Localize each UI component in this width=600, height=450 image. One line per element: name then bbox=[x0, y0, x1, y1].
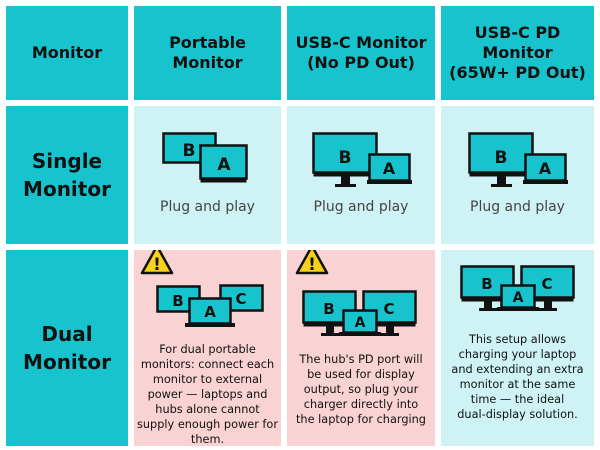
screen-label-c: C bbox=[541, 275, 552, 293]
header-usbc-no-pd-label: USB-C Monitor (No PD Out) bbox=[295, 33, 427, 72]
screen-label-a: A bbox=[383, 159, 396, 178]
dual-desktop-monitors-icon: B C A bbox=[302, 290, 417, 336]
screen-label-b: B bbox=[481, 275, 492, 293]
screen-label-a: A bbox=[217, 155, 231, 175]
header-usbc-no-pd: USB-C Monitor (No PD Out) bbox=[287, 6, 435, 100]
warning-triangle-icon: ! bbox=[140, 250, 174, 275]
dual-usbc-no-pd-text: The hub's PD port will be used for displ… bbox=[296, 353, 426, 426]
header-portable: Portable Monitor bbox=[134, 6, 281, 100]
warning-symbol: ! bbox=[308, 255, 316, 275]
warning-triangle-icon: ! bbox=[295, 250, 329, 275]
desktop-and-laptop-icon: B A bbox=[312, 132, 412, 187]
screen-label-b: B bbox=[323, 300, 334, 318]
header-usbc-pd-label: USB-C PD Monitor (65W+ PD Out) bbox=[449, 23, 586, 82]
cell-dual-portable: ! B C A For dual portable monitors: conn… bbox=[134, 250, 281, 446]
row-header-dual: Dual Monitor bbox=[6, 250, 128, 446]
dual-usbc-pd-text: This setup allows charging your laptop a… bbox=[451, 333, 584, 421]
cell-single-usbc-pd: B A Plug and play bbox=[441, 106, 594, 244]
desktop-and-laptop-icon: B A bbox=[468, 132, 568, 187]
screen-label-b: B bbox=[183, 141, 196, 161]
screen-label-b: B bbox=[339, 148, 352, 168]
portable-monitors-ab-icon: B A bbox=[162, 132, 248, 183]
cell-single-usbc-no-pd: B A Plug and play bbox=[287, 106, 435, 244]
cell-dual-usbc-no-pd: ! B C A The hub's PD port will be used f… bbox=[287, 250, 435, 446]
row-dual-label: Dual Monitor bbox=[23, 322, 111, 374]
screen-label-a: A bbox=[513, 290, 524, 306]
screen-label-a: A bbox=[355, 315, 366, 331]
header-usbc-pd: USB-C PD Monitor (65W+ PD Out) bbox=[441, 6, 594, 100]
row-header-single: Single Monitor bbox=[6, 106, 128, 244]
single-usbc-pd-text: Plug and play bbox=[470, 199, 565, 215]
dual-portable-text: For dual portable monitors: connect each… bbox=[137, 343, 278, 446]
portable-monitors-bac-icon: B C A bbox=[156, 284, 264, 327]
screen-label-a: A bbox=[539, 159, 552, 178]
single-portable-text: Plug and play bbox=[160, 199, 255, 215]
screen-label-c: C bbox=[383, 300, 394, 318]
header-monitor-label: Monitor bbox=[31, 43, 103, 62]
cell-single-portable: B A Plug and play bbox=[134, 106, 281, 244]
screen-label-b: B bbox=[172, 292, 183, 310]
screen-label-b: B bbox=[495, 148, 508, 168]
warning-symbol: ! bbox=[153, 255, 161, 275]
compatibility-table: Monitor Portable Monitor USB-C Monitor (… bbox=[6, 6, 594, 446]
screen-label-a: A bbox=[204, 303, 216, 321]
screen-label-c: C bbox=[235, 290, 246, 308]
row-single-label: Single Monitor bbox=[23, 149, 111, 201]
dual-desktop-monitors-icon: B C A bbox=[460, 265, 575, 311]
cell-dual-usbc-pd: B C A This setup allows charging your la… bbox=[441, 250, 594, 446]
header-monitor: Monitor bbox=[6, 6, 128, 100]
header-portable-label: Portable Monitor bbox=[169, 33, 246, 72]
single-usbc-no-pd-text: Plug and play bbox=[313, 199, 409, 215]
